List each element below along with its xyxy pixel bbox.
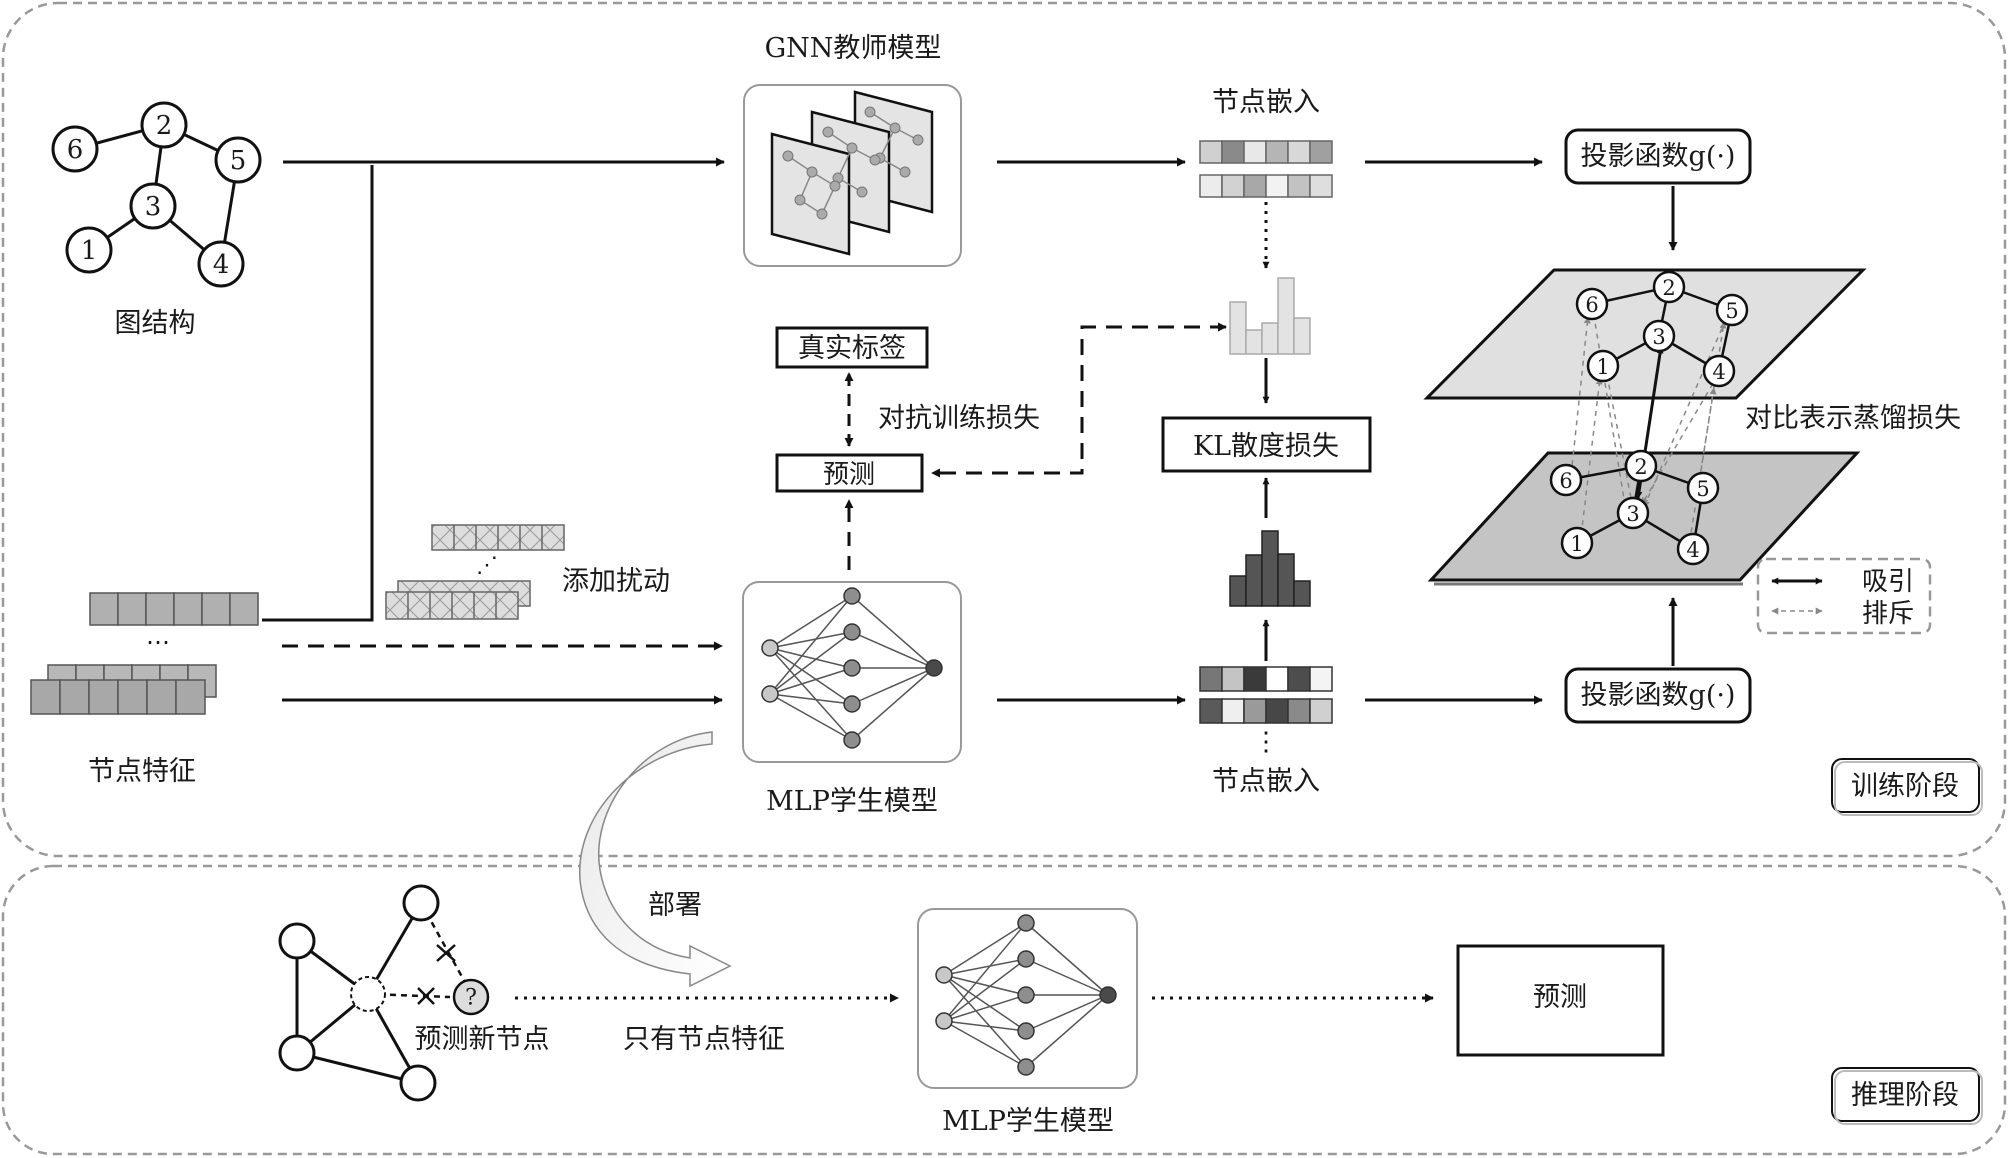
kl-loss-label: KL散度损失 xyxy=(1193,431,1339,462)
feature-rows-ellipsis: ⋯ xyxy=(146,628,170,656)
svg-text:3: 3 xyxy=(1626,502,1639,526)
graph-node-2 xyxy=(140,101,188,149)
graph-node-5 xyxy=(214,136,262,184)
perturbed-features: ⋰ xyxy=(385,524,565,620)
deploy-arrow xyxy=(579,731,732,988)
svg-text:5: 5 xyxy=(1725,299,1738,323)
inference-graph-nodes: ? xyxy=(278,884,490,1102)
inference-prediction-label: 预测 xyxy=(1533,982,1587,1013)
inference-mlp-network-icon xyxy=(943,922,1109,1068)
graph-to-gnn-arrow xyxy=(262,157,725,622)
svg-text:4: 4 xyxy=(1712,360,1725,384)
repel-lines xyxy=(1569,303,1731,553)
mlp-network-nodes xyxy=(761,587,943,749)
cut-mark-icons xyxy=(417,944,456,1005)
only-node-features-label: 只有节点特征 xyxy=(623,1024,785,1055)
inference-prediction-box xyxy=(1456,944,1665,1057)
student-distribution-chart xyxy=(1229,530,1311,607)
graph-node-6-label: 6 xyxy=(67,135,84,165)
inference-stage-tag xyxy=(1831,1067,1980,1122)
student-plane-nodes: 6 2 5 3 1 4 xyxy=(1549,449,1720,566)
node-features-label: 节点特征 xyxy=(88,756,196,787)
training-stage-label: 训练阶段 xyxy=(1851,771,1959,802)
new-node xyxy=(452,978,490,1016)
adversarial-feedback-arrow xyxy=(931,322,1227,478)
svg-text:2: 2 xyxy=(1634,455,1647,479)
inference-mlp-label: MLP学生模型 xyxy=(942,1106,1114,1137)
gnn-layers-icon xyxy=(770,90,934,256)
student-embedding-ellipsis: ⋮ xyxy=(1253,727,1279,757)
graph-node-1-label: 1 xyxy=(81,236,98,266)
graph-node-5-label: 5 xyxy=(230,146,247,176)
graph-node-3-label: 3 xyxy=(145,192,162,222)
mlp-network-icon xyxy=(769,595,935,741)
node-embedding-top-label: 节点嵌入 xyxy=(1212,87,1320,118)
adversarial-loss-label: 对抗训练损失 xyxy=(878,403,1040,434)
contrastive-loss-label: 对比表示蒸馏损失 xyxy=(1745,403,1961,434)
training-stage-tag xyxy=(1831,758,1980,813)
prediction-label: 预测 xyxy=(823,460,875,490)
graph-node-1 xyxy=(65,226,113,274)
true-label-text: 真实标签 xyxy=(798,333,906,364)
projection-bottom-label: 投影函数g(·) xyxy=(1581,680,1736,711)
graph-node-6 xyxy=(51,125,99,173)
predict-new-node-label: 预测新节点 xyxy=(415,1024,550,1055)
projection-bottom-box xyxy=(1564,667,1752,724)
node-embedding-bottom-label: 节点嵌入 xyxy=(1212,766,1320,797)
feature-row-top xyxy=(89,592,259,626)
add-perturbation-label: 添加扰动 xyxy=(562,566,670,597)
gnn-teacher-label: GNN教师模型 xyxy=(765,33,942,64)
inference-stage-label: 推理阶段 xyxy=(1851,1080,1959,1111)
svg-text:4: 4 xyxy=(1686,538,1699,562)
projection-top-box xyxy=(1564,128,1752,185)
inference-stage-frame xyxy=(1,864,2007,1156)
projection-top-label: 投影函数g(·) xyxy=(1581,141,1736,172)
teacher-embedding-rows xyxy=(1199,140,1333,198)
graph-node-2-label: 2 xyxy=(156,111,173,141)
true-label-box xyxy=(775,326,929,369)
mlp-student-label: MLP学生模型 xyxy=(766,786,938,817)
student-embedding-rows xyxy=(1199,666,1333,724)
svg-text:3: 3 xyxy=(1652,325,1665,349)
deploy-label: 部署 xyxy=(648,890,702,921)
perturbed-rows-ellipsis: ⋰ xyxy=(476,553,498,578)
new-node-question-mark: ? xyxy=(465,986,477,1011)
training-stage-frame xyxy=(1,1,2007,858)
svg-text:6: 6 xyxy=(1585,293,1598,317)
svg-text:1: 1 xyxy=(1570,532,1583,556)
graph-structure-label: 图结构 xyxy=(115,308,196,339)
teacher-plane-nodes: 6 2 5 3 1 4 xyxy=(1575,270,1749,388)
graph-structure-nodes: 6 2 5 3 1 4 xyxy=(51,101,262,288)
prediction-box xyxy=(775,453,924,493)
inference-mlp-nodes xyxy=(935,914,1117,1076)
svg-text:6: 6 xyxy=(1559,469,1572,493)
node-features-stack: ⋯ xyxy=(30,592,259,715)
svg-text:1: 1 xyxy=(1596,355,1609,379)
svg-text:2: 2 xyxy=(1662,276,1675,300)
graph-node-3 xyxy=(129,182,177,230)
feature-row-front xyxy=(30,679,206,715)
graph-node-4 xyxy=(197,240,245,288)
teacher-distribution-chart xyxy=(1229,277,1311,355)
legend-attract-label: 吸引 xyxy=(1862,567,1914,597)
graph-node-4-label: 4 xyxy=(213,250,230,280)
legend-repel-label: 排斥 xyxy=(1862,599,1914,629)
removed-node xyxy=(350,976,386,1012)
svg-text:5: 5 xyxy=(1696,477,1709,501)
